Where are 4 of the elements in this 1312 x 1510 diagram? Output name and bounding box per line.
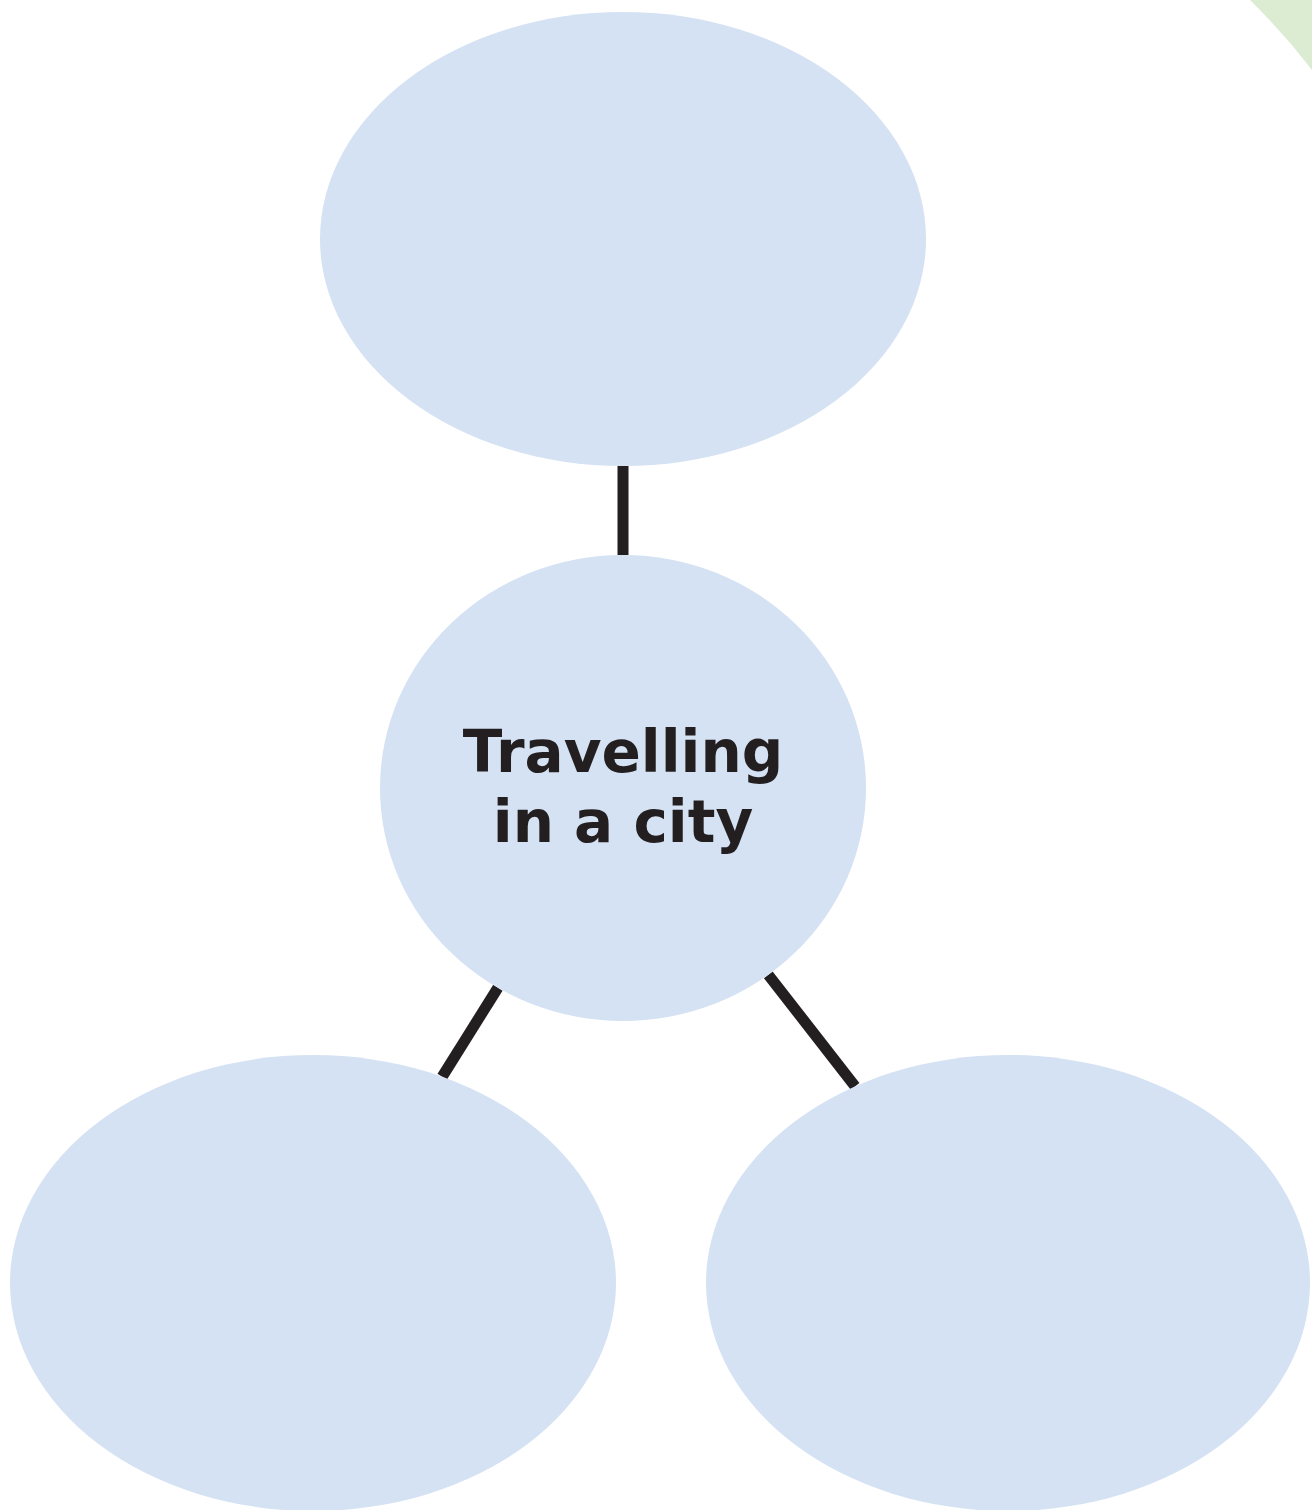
connector-line bbox=[763, 971, 860, 1090]
connector-line bbox=[437, 984, 503, 1080]
topic-text: Travelling in a city bbox=[461, 718, 785, 858]
connector-line bbox=[617, 466, 629, 555]
